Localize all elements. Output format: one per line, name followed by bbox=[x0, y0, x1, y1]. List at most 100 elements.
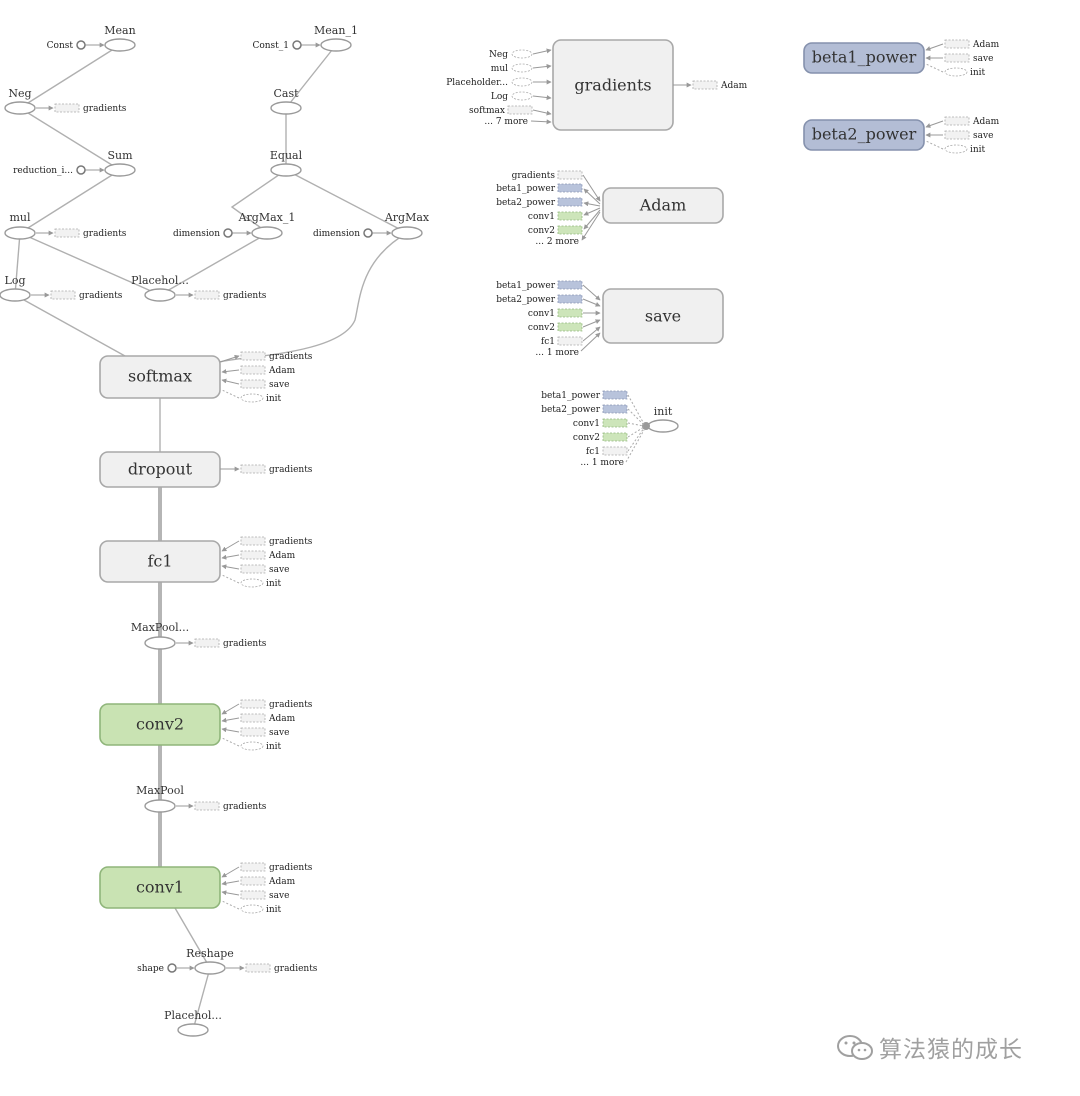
svg-text:Equal: Equal bbox=[270, 149, 303, 162]
svg-text:... 1 more: ... 1 more bbox=[535, 348, 579, 358]
svg-text:conv1: conv1 bbox=[528, 309, 555, 319]
svg-text:save: save bbox=[645, 307, 681, 326]
svg-text:gradients: gradients bbox=[274, 964, 318, 974]
svg-text:Const_1: Const_1 bbox=[252, 41, 289, 51]
save-inputs: beta1_power beta2_power conv1 conv2 fc1 … bbox=[496, 280, 601, 358]
mean-1-node[interactable]: Mean_1 bbox=[314, 24, 358, 52]
svg-text:save: save bbox=[973, 131, 993, 141]
svg-text:MaxPool: MaxPool bbox=[136, 784, 184, 797]
svg-text:Log: Log bbox=[491, 92, 508, 102]
const-node[interactable]: Const bbox=[47, 40, 86, 51]
mean-node[interactable]: Mean bbox=[104, 24, 136, 52]
svg-text:gradients: gradients bbox=[269, 352, 313, 362]
svg-text:mul: mul bbox=[491, 64, 508, 74]
beta2-power-aux: Adam save init bbox=[925, 116, 1000, 155]
svg-text:conv2: conv2 bbox=[136, 715, 184, 734]
fc1-aux: gradients Adam save init bbox=[221, 536, 313, 589]
svg-text:dimension: dimension bbox=[313, 229, 360, 239]
svg-text:gradients: gradients bbox=[269, 863, 313, 873]
mul-node[interactable]: mul bbox=[4, 211, 36, 240]
svg-text:fc1: fc1 bbox=[147, 552, 172, 571]
svg-text:Adam: Adam bbox=[972, 40, 1000, 50]
conv2-node[interactable]: conv2 bbox=[99, 703, 221, 746]
svg-text:save: save bbox=[269, 728, 289, 738]
placeholder-x-node[interactable]: Placehol... bbox=[164, 1009, 222, 1037]
svg-text:dropout: dropout bbox=[128, 460, 193, 479]
svg-text:Adam: Adam bbox=[720, 81, 748, 91]
neg-node[interactable]: Neg bbox=[4, 87, 36, 115]
svg-text:gradients: gradients bbox=[574, 76, 651, 95]
svg-text:Mean: Mean bbox=[104, 24, 135, 37]
svg-text:Placeholder...: Placeholder... bbox=[446, 78, 508, 88]
svg-text:gradients: gradients bbox=[83, 104, 127, 114]
svg-text:Neg: Neg bbox=[8, 87, 31, 100]
dropout-node[interactable]: dropout bbox=[99, 451, 221, 488]
svg-text:init: init bbox=[266, 742, 282, 752]
aux-gradients-log: gradients bbox=[31, 290, 123, 301]
svg-text:Adam: Adam bbox=[268, 714, 296, 724]
svg-text:Log: Log bbox=[5, 274, 26, 287]
svg-text:Reshape: Reshape bbox=[186, 947, 234, 960]
placeholder-y-node[interactable]: Placehol... bbox=[131, 274, 189, 302]
init-node[interactable]: init bbox=[642, 405, 679, 433]
svg-text:init: init bbox=[970, 68, 986, 78]
adam-node[interactable]: Adam bbox=[602, 187, 724, 224]
svg-text:gradients: gradients bbox=[223, 639, 267, 649]
equal-node[interactable]: Equal bbox=[270, 149, 303, 177]
beta2-power-node[interactable]: beta2_power bbox=[803, 119, 925, 151]
softmax-aux: gradients Adam save init bbox=[219, 351, 313, 404]
const-1-node[interactable]: Const_1 bbox=[252, 40, 302, 51]
svg-text:mul: mul bbox=[9, 211, 31, 224]
svg-text:beta1_power: beta1_power bbox=[496, 184, 556, 194]
svg-text:gradients: gradients bbox=[512, 171, 556, 181]
const-arrows bbox=[85, 42, 392, 971]
beta1-power-node[interactable]: beta1_power bbox=[803, 42, 925, 74]
svg-text:Adam: Adam bbox=[268, 551, 296, 561]
svg-text:Cast: Cast bbox=[273, 87, 299, 100]
svg-text:conv2: conv2 bbox=[528, 226, 555, 236]
reshape-node[interactable]: Reshape bbox=[186, 947, 234, 975]
svg-text:init: init bbox=[970, 145, 986, 155]
shape-node[interactable]: shape bbox=[137, 963, 177, 974]
watermark-text: 算法猿的成长 bbox=[879, 1037, 1023, 1063]
svg-text:init: init bbox=[266, 394, 282, 404]
svg-text:MaxPool...: MaxPool... bbox=[131, 621, 189, 634]
svg-text:save: save bbox=[973, 54, 993, 64]
svg-text:beta2_power: beta2_power bbox=[541, 405, 601, 415]
save-node[interactable]: save bbox=[602, 288, 724, 344]
svg-text:dimension: dimension bbox=[173, 229, 220, 239]
svg-text:Mean_1: Mean_1 bbox=[314, 24, 358, 37]
svg-text:ArgMax_1: ArgMax_1 bbox=[238, 211, 296, 224]
maxpool-aux: gradients bbox=[176, 801, 267, 812]
svg-text:conv1: conv1 bbox=[528, 212, 555, 222]
svg-text:... 7 more: ... 7 more bbox=[484, 117, 528, 127]
dimension-node-a[interactable]: dimension bbox=[173, 228, 233, 239]
beta1-power-aux: Adam save init bbox=[925, 39, 1000, 78]
fc1-node[interactable]: fc1 bbox=[99, 540, 221, 583]
sum-node[interactable]: Sum bbox=[104, 149, 136, 177]
softmax-node[interactable]: softmax bbox=[99, 355, 221, 399]
cast-node[interactable]: Cast bbox=[270, 87, 302, 115]
argmax-node[interactable]: ArgMax bbox=[384, 211, 430, 240]
gradients-node[interactable]: gradients bbox=[552, 39, 674, 131]
dimension-node-b[interactable]: dimension bbox=[313, 228, 373, 239]
svg-text:init: init bbox=[266, 905, 282, 915]
svg-text:gradients: gradients bbox=[223, 291, 267, 301]
log-node[interactable]: Log bbox=[0, 274, 31, 302]
svg-text:beta1_power: beta1_power bbox=[812, 48, 917, 67]
maxpool-1-node[interactable]: MaxPool... bbox=[131, 621, 189, 650]
svg-text:conv1: conv1 bbox=[573, 419, 600, 429]
wechat-icon bbox=[835, 1033, 875, 1069]
svg-text:conv1: conv1 bbox=[136, 878, 184, 897]
svg-text:Placehol...: Placehol... bbox=[164, 1009, 222, 1022]
svg-text:Sum: Sum bbox=[107, 149, 133, 162]
svg-text:init: init bbox=[266, 579, 282, 589]
maxpool-node[interactable]: MaxPool bbox=[136, 784, 184, 813]
conv1-node[interactable]: conv1 bbox=[99, 866, 221, 909]
reduction-indices-node[interactable]: reduction_i... bbox=[13, 165, 86, 176]
svg-text:save: save bbox=[269, 565, 289, 575]
argmax-1-node[interactable]: ArgMax_1 bbox=[238, 211, 296, 240]
svg-text:gradients: gradients bbox=[83, 229, 127, 239]
svg-text:save: save bbox=[269, 891, 289, 901]
